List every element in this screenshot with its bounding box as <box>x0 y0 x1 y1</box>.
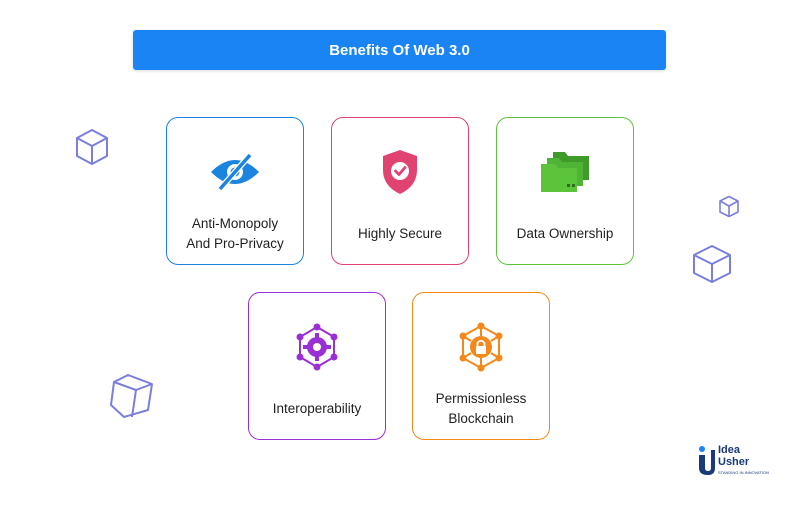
lock-network-icon <box>413 319 549 375</box>
gear-network-icon <box>249 319 385 375</box>
logo-tagline: STANDING IN INNOVATION <box>718 470 769 475</box>
benefit-label: Interoperability <box>272 401 362 416</box>
shield-check-icon <box>332 144 468 200</box>
benefit-card-permissionless-blockchain: Permissionless Blockchain <box>412 292 550 440</box>
cube-icon <box>693 245 731 283</box>
page-title-banner: Benefits Of Web 3.0 <box>133 30 666 70</box>
eye-slash-icon <box>167 144 303 200</box>
cube-icon <box>719 195 739 218</box>
cube-icon <box>110 374 153 418</box>
logo-text: Idea Usher <box>718 444 750 468</box>
folders-icon <box>497 144 633 200</box>
benefit-card-interoperability: Interoperability <box>248 292 386 440</box>
idea-usher-logo: Idea Usher STANDING IN INNOVATION <box>698 444 772 478</box>
benefit-label: Anti-Monopoly And Pro-Privacy <box>186 216 284 251</box>
benefit-card-data-ownership: Data Ownership <box>496 117 634 265</box>
cube-icon <box>76 129 108 165</box>
benefit-label: Data Ownership <box>516 226 614 241</box>
page-title: Benefits Of Web 3.0 <box>329 41 470 59</box>
benefit-label: Permissionless Blockchain <box>435 391 527 426</box>
benefit-card-highly-secure: Highly Secure <box>331 117 469 265</box>
benefit-label: Highly Secure <box>357 226 443 241</box>
benefit-card-anti-monopoly: Anti-Monopoly And Pro-Privacy <box>166 117 304 265</box>
